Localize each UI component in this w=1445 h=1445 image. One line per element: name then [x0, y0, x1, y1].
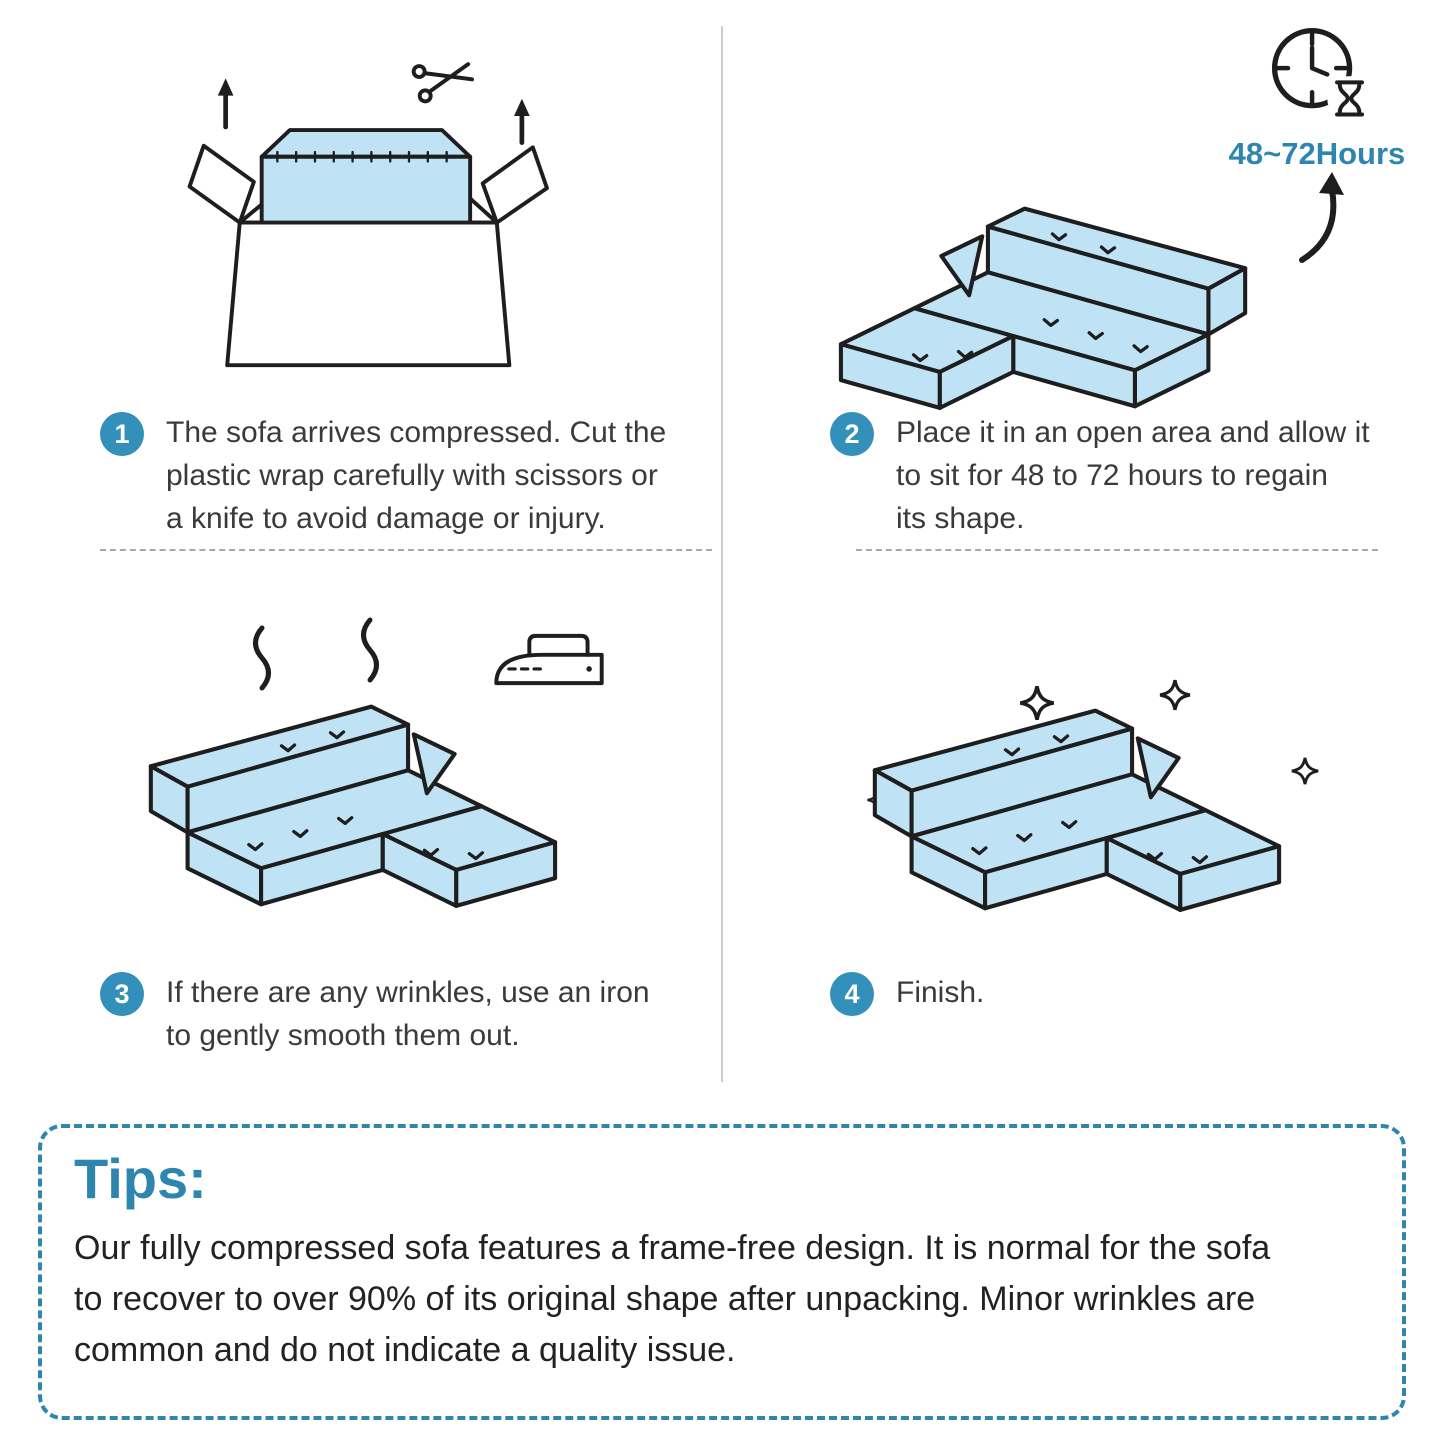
box-right-flap — [480, 145, 549, 225]
tips-title: Tips: — [74, 1147, 207, 1210]
step-2-text: Place it in an open area and allow it to… — [896, 416, 1370, 535]
sofa-illustration-resting — [812, 158, 1270, 452]
step-3-caption: 3 If there are any wrinkles, use an iron… — [100, 972, 715, 1058]
steam-icon — [361, 617, 379, 683]
box-front — [225, 220, 512, 368]
tips-box: Tips: Our fully compressed sofa features… — [38, 1124, 1406, 1420]
box-left-flap — [187, 143, 256, 225]
up-arrow-icon — [217, 78, 234, 130]
step-3-text: If there are any wrinkles, use an iron t… — [166, 976, 650, 1052]
clock-icon — [1271, 28, 1372, 121]
compressed-sofa-slab — [259, 128, 473, 228]
step-separator — [856, 549, 1378, 551]
tips-body: Our fully compressed sofa features a fra… — [74, 1229, 1271, 1369]
step-4-caption: 4 Finish. — [830, 972, 1410, 1016]
up-arrow-icon — [514, 98, 530, 145]
scissors-icon — [411, 62, 474, 104]
compressed-box-illustration — [187, 62, 549, 368]
duration-label: 48~72Hours — [1228, 136, 1406, 171]
step-1-text: The sofa arrives compressed. Cut the pla… — [166, 416, 667, 535]
vertical-divider — [721, 26, 723, 1082]
hourglass-icon — [1327, 76, 1372, 121]
step-3-badge: 3 — [100, 972, 144, 1016]
step-2-badge: 2 — [830, 412, 874, 456]
sofa-illustration-finished — [850, 660, 1308, 954]
step-1-caption: 1 The sofa arrives compressed. Cut the p… — [100, 412, 715, 541]
curved-arrow-icon — [1299, 172, 1344, 263]
step-separator — [100, 549, 712, 551]
sparkle-icon — [1020, 686, 1054, 720]
sofa-illustration-ironing — [126, 656, 584, 950]
step-4-badge: 4 — [830, 972, 874, 1016]
step-2-caption: 2 Place it in an open area and allow it … — [830, 412, 1410, 541]
sparkle-icon — [1159, 679, 1191, 711]
sparkle-icon — [1291, 757, 1319, 785]
step-4-text: Finish. — [896, 976, 985, 1009]
iron-icon — [494, 633, 604, 686]
step-1-badge: 1 — [100, 412, 144, 456]
steam-icon — [253, 625, 271, 691]
